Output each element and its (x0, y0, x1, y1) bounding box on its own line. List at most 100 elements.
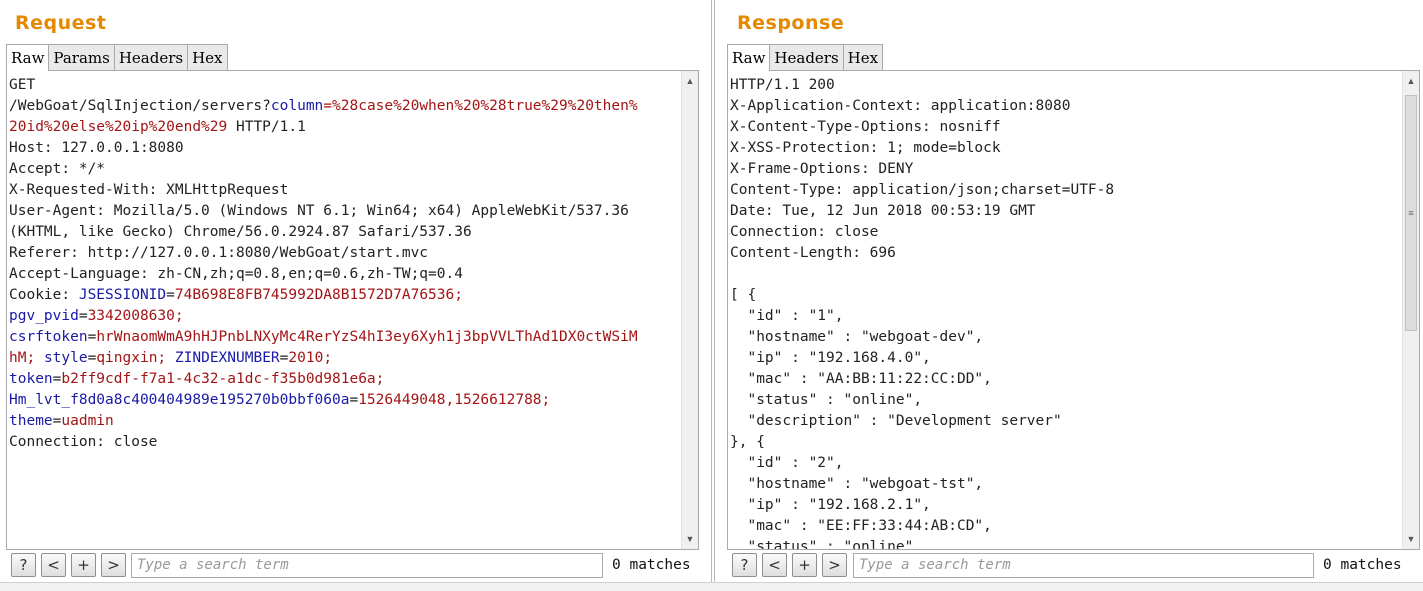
add-button[interactable]: + (792, 553, 817, 577)
response-line: X-Application-Context: application:8080 (730, 98, 1071, 114)
param-name: Hm_lvt_f8d0a8c400404989e195270b0bbf060a (9, 392, 350, 408)
request-line: theme=uadmin (9, 411, 680, 432)
response-line (730, 264, 1401, 285)
response-matches-count: 0 matches (1323, 557, 1402, 573)
request-tab-headers[interactable]: Headers (113, 44, 189, 70)
request-tab-hex[interactable]: Hex (187, 44, 228, 70)
request-line: (KHTML, like Gecko) Chrome/56.0.2924.87 … (9, 222, 680, 243)
text-segment (166, 350, 175, 366)
param-name: pgv_pvid (9, 308, 79, 324)
response-title: Response (737, 12, 845, 34)
status-strip (0, 582, 1423, 591)
response-search-bar: ? < + > Type a search term 0 matches (715, 551, 1423, 579)
response-line: "status" : "online" (730, 539, 914, 549)
add-button[interactable]: + (71, 553, 96, 577)
response-line: X-XSS-Protection: 1; mode=block (730, 140, 1001, 156)
param-value: uadmin (61, 413, 114, 429)
response-scrollbar[interactable]: ▲ ≡ ▼ (1402, 71, 1419, 549)
text-segment: Cookie: (9, 287, 79, 303)
text-segment: Host: 127.0.0.1:8080 (9, 140, 184, 156)
text-segment: = (87, 329, 97, 345)
text-segment: HTTP/1.1 (227, 119, 306, 135)
text-segment: = (349, 392, 359, 408)
text-segment: = (78, 308, 88, 324)
param-value: 20id%20else%20ip%20end%29 (9, 119, 228, 135)
request-line: Connection: close (9, 432, 680, 453)
request-line: Host: 127.0.0.1:8080 (9, 138, 680, 159)
next-match-button[interactable]: > (101, 553, 126, 577)
response-line: X-Content-Type-Options: nosniff (730, 119, 1001, 135)
response-search-input[interactable]: Type a search term (853, 553, 1314, 578)
request-editor[interactable]: GET/WebGoat/SqlInjection/servers?column=… (6, 70, 699, 550)
text-segment: Referer: http://127.0.0.1:8080/WebGoat/s… (9, 245, 429, 261)
text-segment: User-Agent: Mozilla/5.0 (Windows NT 6.1;… (9, 203, 629, 219)
response-line: "hostname" : "webgoat-tst", (730, 476, 984, 492)
grip-icon: ≡ (1408, 208, 1414, 218)
response-tab-raw[interactable]: Raw (727, 44, 771, 71)
param-name: column (270, 98, 324, 114)
response-line: }, { (730, 434, 765, 450)
help-button[interactable]: ? (732, 553, 757, 577)
request-line: /WebGoat/SqlInjection/servers?column=%28… (9, 96, 680, 117)
request-line: hM; style=qingxin; ZINDEXNUMBER=2010; (9, 348, 680, 369)
text-segment: = (52, 413, 62, 429)
param-name: token (9, 371, 53, 387)
request-line: csrftoken=hrWnaomWmA9hHJPnbLNXyMc4RerYzS… (9, 327, 680, 348)
response-tab-hex[interactable]: Hex (842, 44, 884, 70)
response-line: HTTP/1.1 200 (730, 77, 835, 93)
request-search-bar: ? < + > Type a search term 0 matches (0, 551, 712, 579)
request-matches-count: 0 matches (612, 557, 691, 573)
scroll-thumb[interactable]: ≡ (1405, 95, 1417, 331)
request-line: Accept: */* (9, 159, 680, 180)
response-line: "hostname" : "webgoat-dev", (730, 329, 984, 345)
request-line: token=b2ff9cdf-f7a1-4c32-a1dc-f35b0d981e… (9, 369, 680, 390)
param-value: hrWnaomWmA9hHJPnbLNXyMc4RerYzS4hI3ey6Xyh… (96, 329, 638, 345)
request-scrollbar[interactable]: ▲ ▼ (681, 71, 698, 549)
request-tab-params[interactable]: Params (48, 44, 115, 70)
response-line: "mac" : "AA:BB:11:22:CC:DD", (730, 371, 992, 387)
request-line: Referer: http://127.0.0.1:8080/WebGoat/s… (9, 243, 680, 264)
previous-match-button[interactable]: < (762, 553, 787, 577)
request-line: X-Requested-With: XMLHttpRequest (9, 180, 680, 201)
request-search-input[interactable]: Type a search term (131, 553, 603, 578)
param-value: 2010; (288, 350, 333, 366)
response-line: Content-Type: application/json;charset=U… (730, 182, 1115, 198)
param-name: style (43, 350, 88, 366)
response-line: Connection: close (730, 224, 879, 240)
text-segment: = (166, 287, 175, 303)
response-line: "ip" : "192.168.4.0", (730, 350, 931, 366)
scroll-up-icon[interactable]: ▲ (1406, 76, 1416, 86)
request-body[interactable]: GET/WebGoat/SqlInjection/servers?column=… (9, 75, 680, 549)
text-segment: = (87, 350, 97, 366)
response-line: "mac" : "EE:FF:33:44:AB:CD", (730, 518, 992, 534)
response-line: "ip" : "192.168.2.1", (730, 497, 931, 513)
response-line: X-Frame-Options: DENY (730, 161, 914, 177)
param-value: hM; (9, 350, 36, 366)
scroll-down-icon[interactable]: ▼ (1406, 534, 1416, 544)
scroll-down-icon[interactable]: ▼ (685, 534, 695, 544)
response-line: [ { (730, 287, 757, 303)
help-button[interactable]: ? (11, 553, 36, 577)
param-name: theme (9, 413, 53, 429)
response-line: "description" : "Development server" (730, 413, 1062, 429)
request-line: pgv_pvid=3342008630; (9, 306, 680, 327)
request-line: 20id%20else%20ip%20end%29 HTTP/1.1 (9, 117, 680, 138)
param-name: ZINDEXNUMBER (174, 350, 280, 366)
request-tab-raw[interactable]: Raw (6, 44, 50, 71)
request-line: GET (9, 75, 680, 96)
response-tab-headers[interactable]: Headers (769, 44, 844, 70)
response-line: Date: Tue, 12 Jun 2018 00:53:19 GMT (730, 203, 1036, 219)
response-line: "id" : "2", (730, 455, 844, 471)
text-segment: /WebGoat/SqlInjection/servers? (9, 98, 271, 114)
param-value: 74B698E8FB745992DA8B1572D7A76536; (174, 287, 463, 303)
scroll-up-icon[interactable]: ▲ (685, 76, 695, 86)
previous-match-button[interactable]: < (41, 553, 66, 577)
text-segment: X-Requested-With: XMLHttpRequest (9, 182, 289, 198)
next-match-button[interactable]: > (822, 553, 847, 577)
response-line: "id" : "1", (730, 308, 844, 324)
